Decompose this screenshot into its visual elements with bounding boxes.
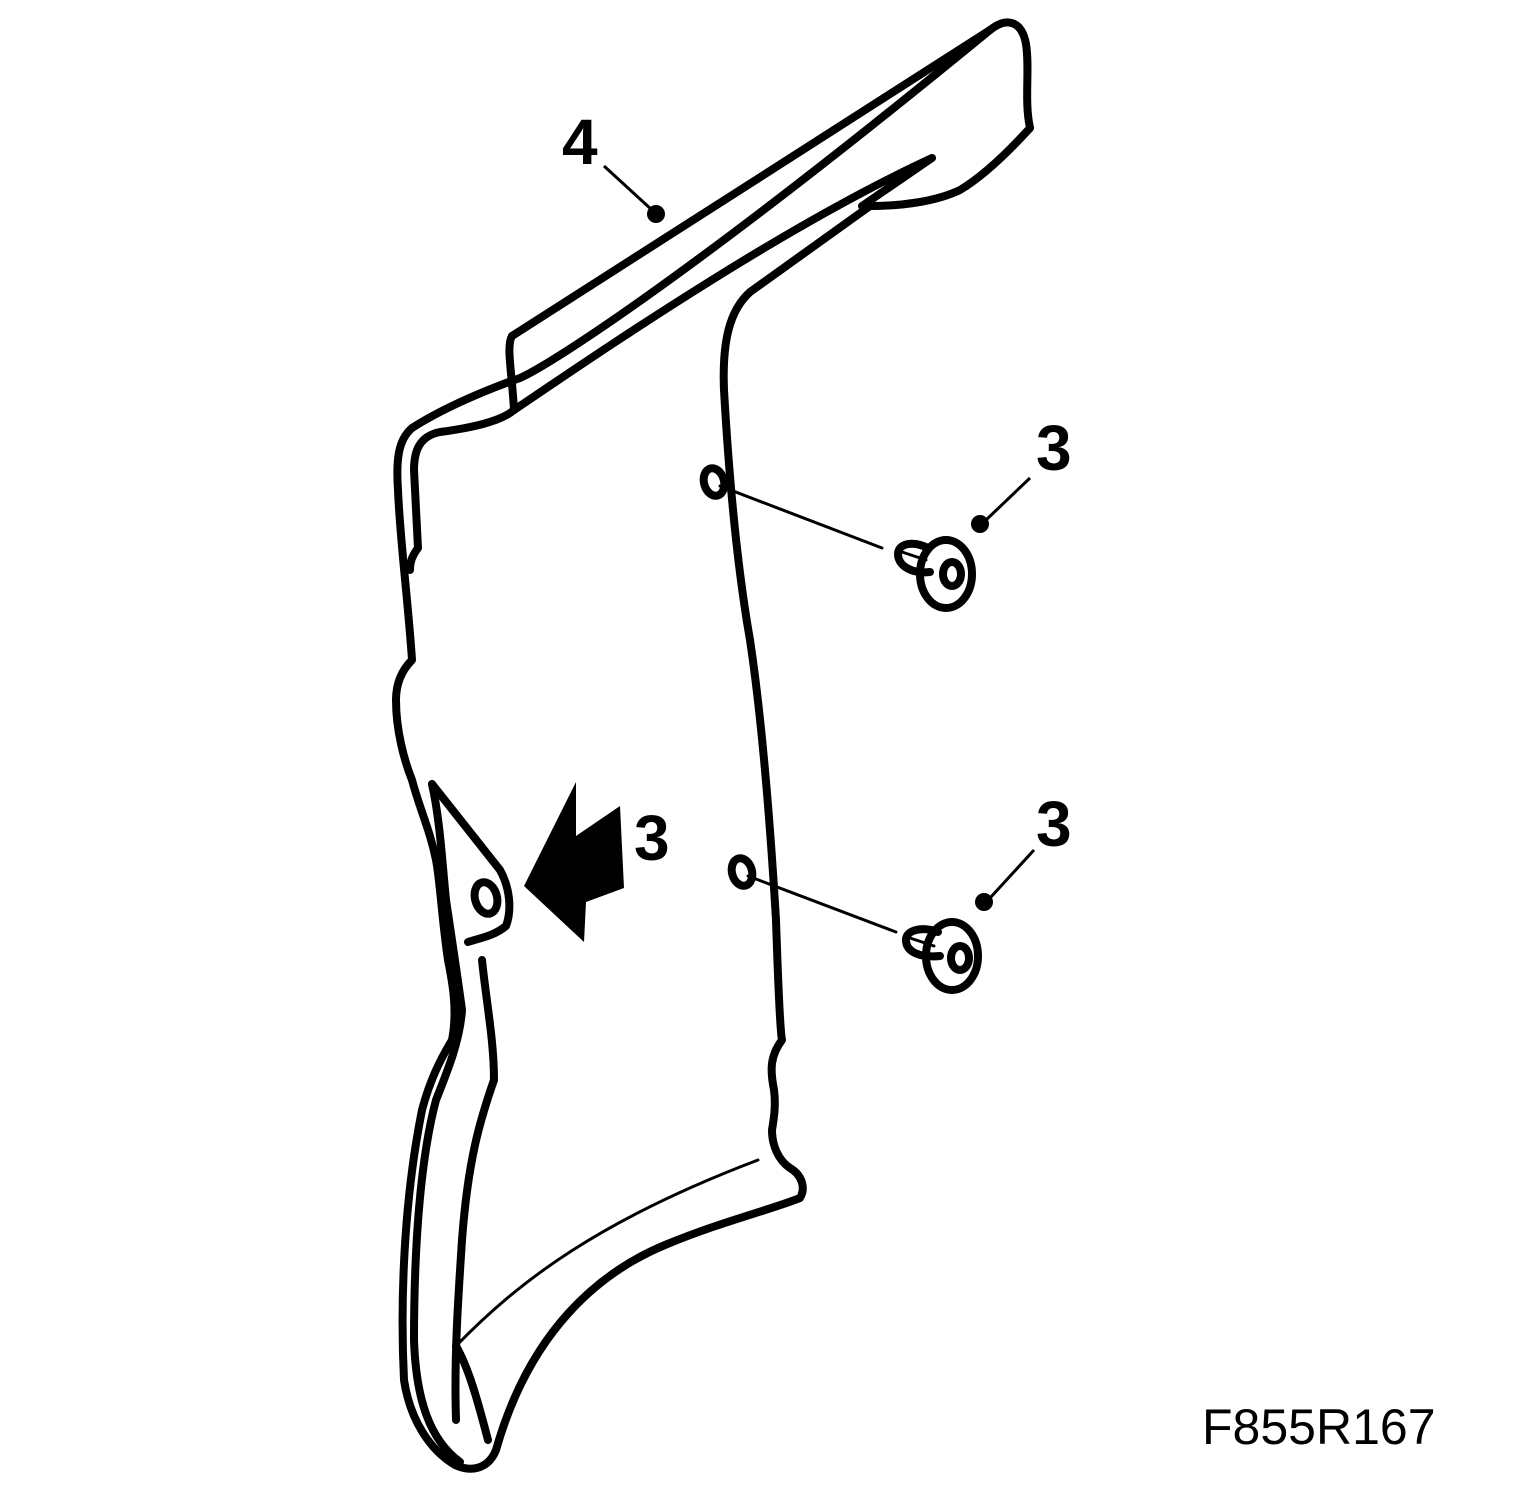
solid-arrow-left-icon — [524, 782, 624, 942]
mounting-tab — [428, 780, 514, 946]
fixing-line-upper — [718, 484, 884, 550]
push-clip-icon — [894, 536, 976, 612]
callout-trim-panel: 4 — [562, 106, 598, 178]
callout-clip-upper: 3 — [1036, 412, 1072, 484]
leader-trim-panel — [602, 164, 654, 212]
trim-panel — [392, 18, 1034, 1473]
clip-lower-center — [947, 942, 973, 974]
left-flange-inner — [451, 956, 498, 1424]
fixing-line-lower — [746, 874, 898, 934]
top-rail-front-fold — [406, 406, 518, 574]
leader-dot-trim-panel — [647, 205, 665, 223]
lower-lip — [452, 1342, 492, 1444]
leader-clip-upper — [984, 476, 1032, 522]
push-clip-icon — [902, 918, 982, 994]
clip-upper-head — [916, 536, 976, 612]
mounting-tab-hole — [470, 878, 502, 918]
leader-dot-clip-upper — [971, 515, 989, 533]
panel-hole-lower — [727, 854, 757, 890]
figure-code: F855R167 — [1202, 1399, 1436, 1455]
top-rail-top-line — [508, 26, 994, 340]
panel-hole-upper — [699, 464, 729, 500]
trim-panel-outline — [392, 18, 1034, 1473]
clip-lower-head — [922, 918, 982, 994]
callout-clip-lower: 3 — [1036, 788, 1072, 860]
top-rail-lower-line — [510, 154, 936, 414]
leader-clip-lower — [988, 848, 1036, 900]
left-flange — [410, 780, 466, 1466]
top-rail-upper-edge — [505, 332, 518, 414]
lower-crease — [454, 1158, 760, 1348]
callout-clip-hidden: 3 — [634, 802, 670, 874]
leader-dot-clip-lower — [975, 893, 993, 911]
clip-upper-center — [939, 558, 965, 590]
top-rail-slot — [858, 154, 936, 210]
clip-upper-stem — [894, 539, 934, 577]
